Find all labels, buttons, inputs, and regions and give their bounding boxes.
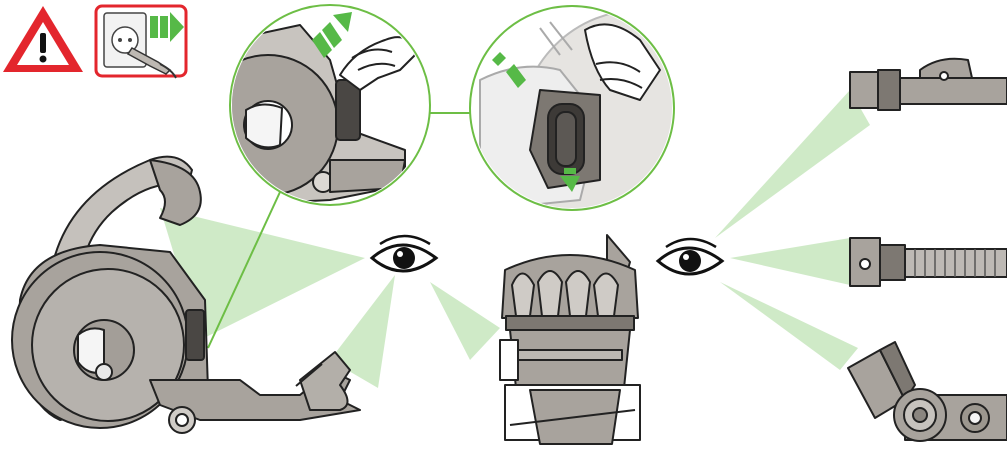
cyclone-bin <box>499 234 641 445</box>
sightline-to-cleaner-head <box>720 282 858 370</box>
callout-connectors <box>207 112 470 349</box>
hose-connector <box>849 237 1007 287</box>
release-arrows-icon <box>492 52 580 192</box>
triple-chevron-arrow-icon <box>312 12 352 58</box>
cleaner-head <box>847 341 1007 442</box>
sightline-to-cyclone-latch <box>160 208 365 340</box>
unplug-from-socket-icon <box>94 4 188 79</box>
eye-icon <box>655 237 725 276</box>
wand-handle <box>849 57 1007 111</box>
sightline-to-cyclone-bin <box>430 282 500 360</box>
eye-icon <box>369 234 439 273</box>
sightline-to-hose <box>730 238 850 285</box>
cyclone-release-detail <box>469 5 675 211</box>
post-motor-filter-detail <box>229 4 431 206</box>
sightline-group <box>160 90 870 388</box>
sightline-to-floor-tool <box>330 275 395 388</box>
sightline-to-wand <box>715 90 870 238</box>
machine-body <box>11 155 361 434</box>
warning-triangle-icon <box>3 6 83 72</box>
pull-direction-arrow-icon <box>150 12 184 42</box>
